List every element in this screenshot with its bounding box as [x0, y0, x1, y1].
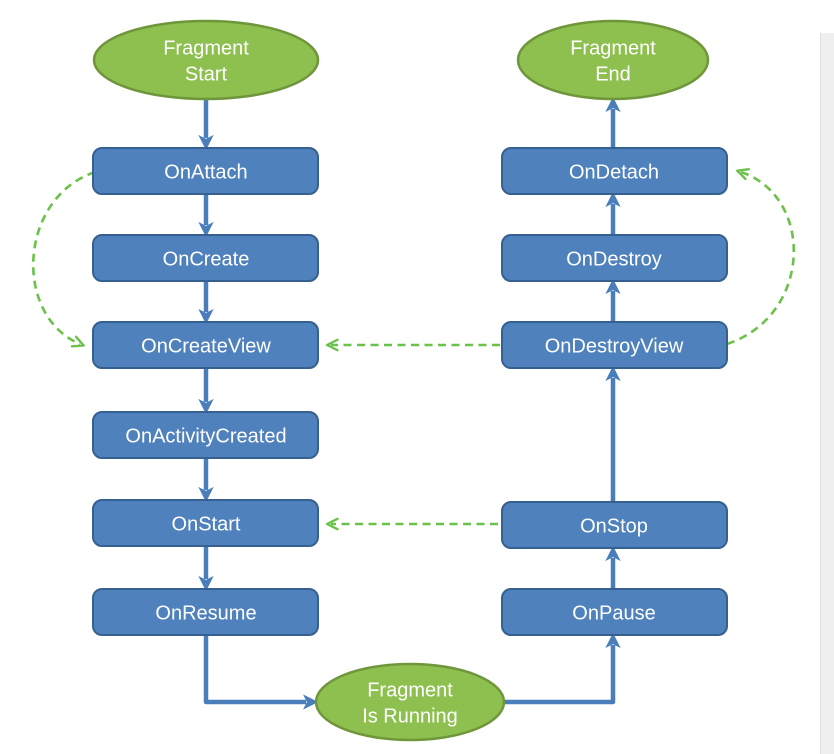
label-onresume: OnResume [155, 602, 256, 624]
node-onresume [92, 588, 319, 636]
edge-running-to-onpause [504, 632, 621, 705]
back-arrows-group [31, 170, 796, 524]
label-onactivitycreated: OnActivityCreated [125, 425, 286, 447]
label-fragment-start-line2: Start [185, 63, 228, 85]
node-fragment-is-running [314, 662, 506, 742]
label-ondestroyview: OnDestroyView [545, 335, 684, 357]
page-edge-line [820, 33, 822, 754]
node-onstop [501, 501, 728, 549]
label-oncreate: OnCreate [163, 248, 250, 270]
labels-group: Fragment Start Fragment End Fragment Is … [125, 37, 683, 727]
node-onattach [92, 147, 319, 195]
node-oncreateview [92, 321, 319, 369]
terminal-nodes-group [92, 19, 710, 742]
node-onstart [92, 499, 319, 547]
node-ondestroy [501, 234, 728, 282]
node-ondetach [501, 147, 728, 195]
node-ondestroyview [501, 321, 728, 369]
label-fragment-end-line1: Fragment [570, 37, 656, 59]
node-fragment-end [516, 19, 710, 101]
node-onactivitycreated [92, 411, 319, 459]
edge-onresume-to-running [203, 635, 319, 710]
page-edge-strip [821, 33, 834, 754]
label-fragment-end-line2: End [595, 63, 631, 85]
label-onstart: OnStart [172, 513, 241, 535]
node-oncreate [92, 234, 319, 282]
label-onstop: OnStop [580, 515, 648, 537]
label-fragment-start-line1: Fragment [163, 37, 249, 59]
label-onpause: OnPause [572, 602, 655, 624]
edge-ondestroyview-to-ondetach [726, 172, 796, 346]
label-fragment-running-line1: Fragment [367, 679, 453, 701]
process-nodes-group [92, 147, 728, 636]
node-onpause [501, 588, 728, 636]
label-ondestroy: OnDestroy [566, 248, 662, 270]
label-onattach: OnAttach [164, 161, 247, 183]
label-ondetach: OnDetach [569, 161, 659, 183]
label-oncreateview: OnCreateView [141, 335, 271, 357]
label-fragment-running-line2: Is Running [362, 705, 458, 727]
edge-onattach-to-oncreateview [31, 170, 96, 344]
node-fragment-start [92, 19, 320, 101]
flow-arrows-group [198, 96, 621, 710]
